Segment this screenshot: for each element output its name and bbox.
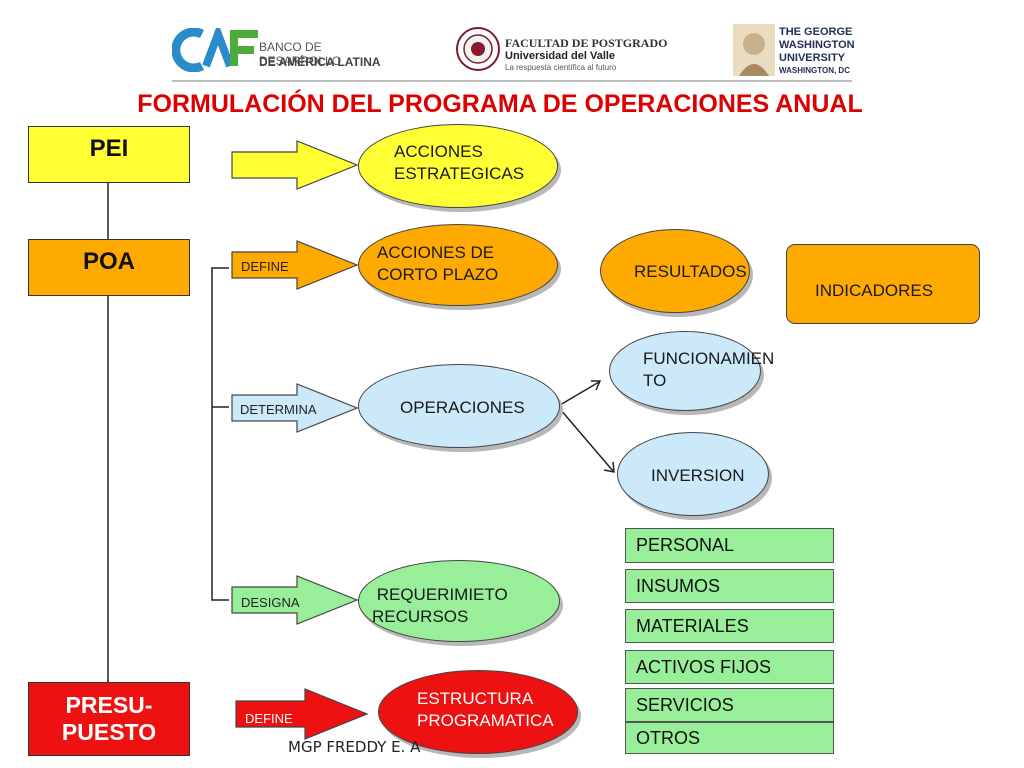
- arrow-define-1: [231, 240, 359, 290]
- caf-logo: BANCO DE DESARROLLO DE AMÉRICA LATINA: [172, 28, 402, 74]
- ellipse-acciones-estrategicas: [358, 124, 558, 208]
- univalle-tag: La respuesta científica al futuro: [505, 63, 617, 72]
- operaciones-label: OPERACIONES: [400, 398, 525, 417]
- univalle-logo: FACULTAD DE POSTGRADO Universidad del Va…: [455, 24, 680, 76]
- resultados-label: RESULTADOS: [634, 262, 747, 281]
- resource-item-materiales: MATERIALES: [625, 609, 834, 643]
- gwu-logo: THE GEORGE WASHINGTON UNIVERSITY WASHING…: [733, 24, 855, 78]
- requerimiento-label: REQUERIMIETO RECURSOS: [372, 585, 508, 626]
- inversion-label: INVERSION: [651, 466, 745, 485]
- arrow-determina-label: DETERMINA: [240, 402, 317, 417]
- gwu-line-2: WASHINGTON: [779, 39, 855, 51]
- ellipse-acciones-corto: [358, 224, 558, 306]
- page-title: FORMULACIÓN DEL PROGRAMA DE OPERACIONES …: [137, 90, 863, 118]
- poa-label: POA: [82, 248, 135, 275]
- univalle-title: FACULTAD DE POSTGRADO: [505, 36, 668, 50]
- header-divider: [172, 80, 852, 82]
- arrow-define-2: [235, 688, 369, 740]
- ellipse-funcionamiento: [609, 331, 761, 411]
- gwu-line-4: WASHINGTON, DC: [779, 66, 850, 75]
- estructura-label: ESTRUCTURA PROGRAMATICA: [417, 689, 554, 730]
- ellipse-inversion: [617, 432, 769, 516]
- acciones-estrategicas-label: ACCIONES ESTRATEGICAS: [394, 142, 525, 183]
- indicadores-label: INDICADORES: [815, 281, 934, 300]
- footer-author: MGP FREDDY E. A: [288, 738, 421, 756]
- presupuesto-label-1: PRESU-: [65, 692, 153, 718]
- arrow-pei: [231, 140, 359, 190]
- resource-item-activos-fijos: ACTIVOS FIJOS: [625, 650, 834, 684]
- arrow-define-1-label: DEFINE: [241, 259, 289, 274]
- washington-portrait-icon: [733, 24, 775, 76]
- univalle-sub: Universidad del Valle: [505, 50, 616, 62]
- pei-label: PEI: [89, 135, 129, 162]
- acciones-corto-label: ACCIONES DE CORTO PLAZO: [377, 243, 499, 284]
- presupuesto-label-2: PUESTO: [61, 719, 157, 745]
- funcionamiento-label: FUNCIONAMIEN TO: [643, 349, 775, 390]
- caf-text-1: BANCO DE DESARROLLO: [259, 40, 342, 68]
- arrow-designa-label: DESIGNA: [241, 595, 300, 610]
- poa-box: POA: [28, 239, 190, 296]
- presupuesto-box: PRESU- PUESTO: [28, 682, 190, 756]
- gwu-line-1: THE GEORGE: [779, 26, 853, 38]
- indicadores-box: [786, 244, 980, 324]
- gwu-line-3: UNIVERSITY: [779, 52, 846, 64]
- resource-item-personal: PERSONAL: [625, 528, 834, 563]
- ellipse-requerimiento: [358, 560, 560, 642]
- arrow-designa: [231, 575, 359, 625]
- arrow-define-2-label: DEFINE: [245, 711, 293, 726]
- ellipse-operaciones: [358, 364, 560, 448]
- resource-item-otros: OTROS: [625, 722, 834, 754]
- caf-text-2: DE AMÉRICA LATINA: [259, 55, 381, 69]
- ellipse-resultados: [600, 229, 750, 313]
- resource-item-insumos: INSUMOS: [625, 569, 834, 603]
- pei-box: PEI: [28, 126, 190, 183]
- arrow-determina: [231, 383, 359, 433]
- ellipse-estructura: [378, 670, 578, 754]
- resource-item-servicios: SERVICIOS: [625, 688, 834, 722]
